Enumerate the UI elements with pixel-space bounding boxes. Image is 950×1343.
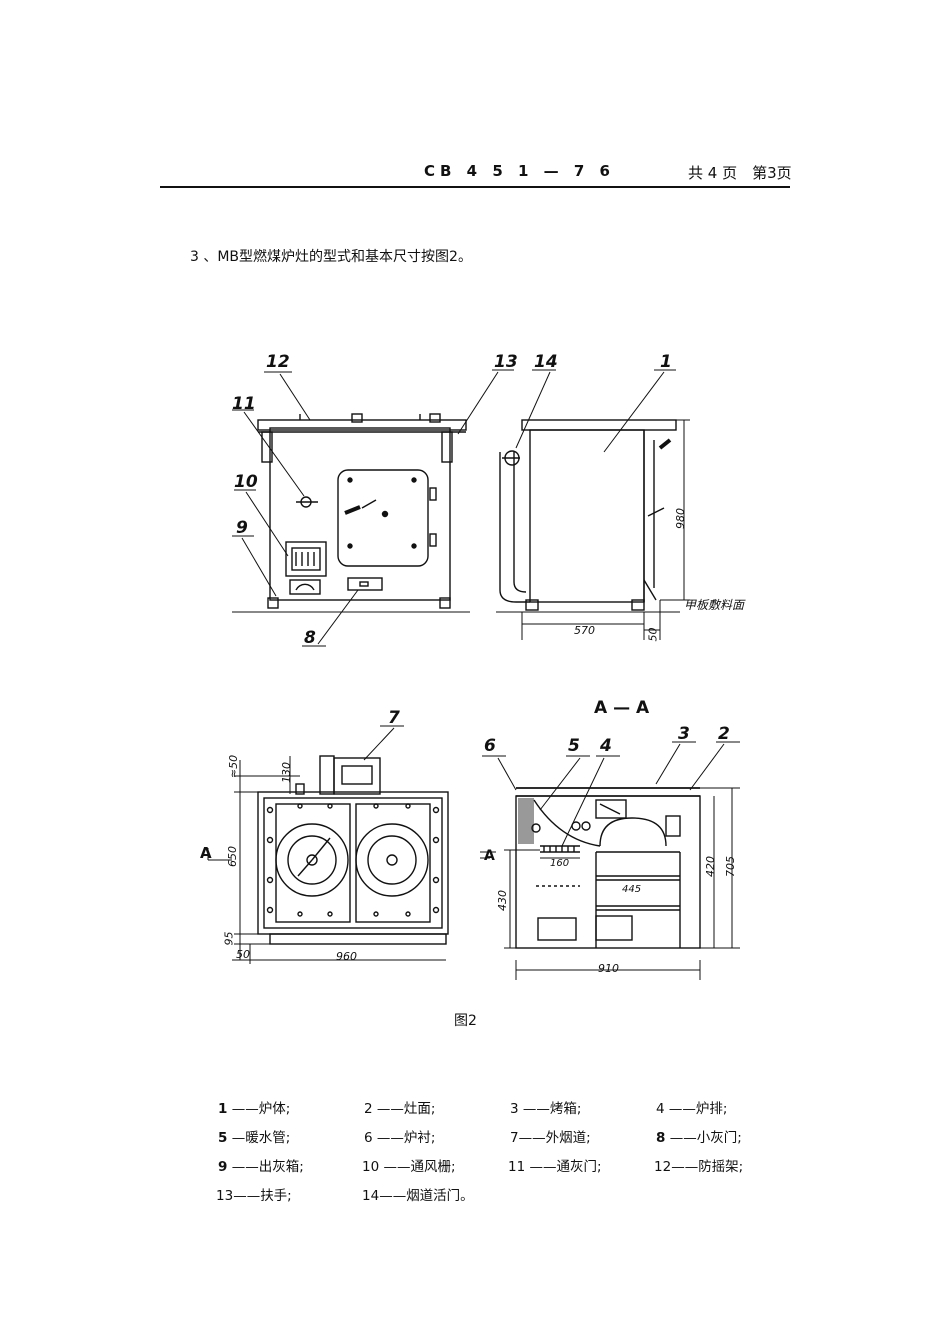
legend-item: 13——扶手; <box>216 1188 292 1204</box>
dim-160: 160 <box>550 858 570 869</box>
section-title: A — A <box>594 698 650 718</box>
header-rule <box>160 186 790 188</box>
dim-960: 960 <box>336 950 357 963</box>
part-label-1: 1 <box>660 352 672 372</box>
standard-code: CB 4 5 1 — 7 6 <box>424 162 615 180</box>
legend-item: 1 ——炉体; <box>218 1101 291 1117</box>
page-count: 共 4 页 第3页 <box>688 164 792 182</box>
dim-445: 445 <box>622 884 642 895</box>
front-view <box>232 413 470 613</box>
part-label-2: 2 <box>718 724 730 744</box>
legend-item: 7——外烟道; <box>510 1130 591 1146</box>
plan-view-dims <box>207 725 446 964</box>
legend-item: 2 ——灶面; <box>364 1101 436 1117</box>
legend-item: 8 ——小灰门; <box>656 1130 742 1146</box>
figure-caption: 图2 <box>454 1013 477 1029</box>
plan-view <box>257 755 449 945</box>
legend-item: 14——烟道活门。 <box>362 1188 474 1204</box>
part-label-11: 11 <box>232 394 256 414</box>
part-label-13: 13 <box>494 352 518 372</box>
dim-570: 570 <box>574 624 595 637</box>
section-view <box>515 787 701 949</box>
dim-910: 910 <box>598 962 619 975</box>
part-label-5: 5 <box>568 736 580 756</box>
legend-item: 11 ——通灰门; <box>508 1159 602 1175</box>
side-view-dims <box>515 369 690 640</box>
legend-item: 6 ——炉衬; <box>364 1130 436 1146</box>
legend-item: 10 ——通风栅; <box>362 1159 456 1175</box>
intro-text: 3 、MB型燃煤炉灶的型式和基本尺寸按图2。 <box>190 249 472 265</box>
section-mark-right: A <box>484 848 495 864</box>
part-label-8: 8 <box>304 628 316 648</box>
part-label-14: 14 <box>534 352 558 372</box>
section-view-dims <box>480 741 740 980</box>
legend-item: 5 —暖水管; <box>218 1130 291 1146</box>
part-label-10: 10 <box>234 472 258 492</box>
dim-50-plan: 50 <box>236 948 250 961</box>
part-label-6: 6 <box>484 736 496 756</box>
side-view <box>496 419 680 613</box>
part-label-7: 7 <box>388 708 400 728</box>
deck-covering-note: 甲板敷料面 <box>684 598 745 612</box>
part-label-3: 3 <box>678 724 690 744</box>
part-label-9: 9 <box>236 518 248 538</box>
legend-item: 4 ——炉排; <box>656 1101 728 1117</box>
part-label-4: 4 <box>600 736 612 756</box>
legend-item: 3 ——烤箱; <box>510 1101 582 1117</box>
legend-item: 12——防摇架; <box>654 1159 744 1175</box>
section-mark-left: A <box>200 844 212 862</box>
part-label-12: 12 <box>266 352 290 372</box>
front-view-leaders <box>232 369 514 647</box>
legend-item: 9 ——出灰箱; <box>218 1159 304 1175</box>
